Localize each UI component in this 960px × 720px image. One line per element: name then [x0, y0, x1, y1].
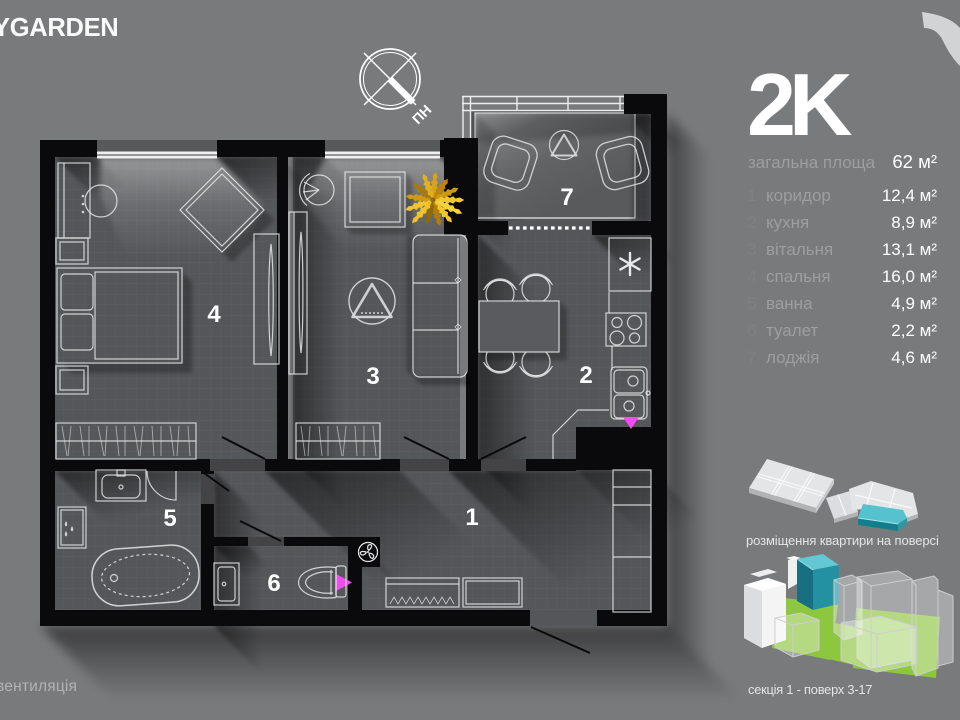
- svg-text:3: 3: [747, 240, 756, 259]
- svg-text:62 м²: 62 м²: [892, 151, 937, 172]
- svg-text:вентиляція: вентиляція: [0, 678, 77, 695]
- svg-text:кухня: кухня: [766, 213, 809, 232]
- svg-text:1: 1: [747, 186, 756, 205]
- svg-text:7: 7: [560, 184, 573, 211]
- svg-text:спальня: спальня: [766, 267, 831, 286]
- svg-text:6: 6: [747, 321, 756, 340]
- svg-text:вітальня: вітальня: [766, 240, 833, 259]
- svg-text:2,2 м²: 2,2 м²: [891, 321, 937, 340]
- svg-text:4,9 м²: 4,9 м²: [891, 294, 937, 313]
- svg-text:загальна площа: загальна площа: [748, 153, 876, 172]
- svg-text:лоджія: лоджія: [766, 348, 819, 367]
- svg-text:секція 1 - поверх 3-17: секція 1 - поверх 3-17: [748, 682, 872, 697]
- svg-text:3: 3: [366, 363, 379, 390]
- svg-text:ванна: ванна: [766, 294, 813, 313]
- svg-text:розміщення квартири на поверсі: розміщення квартири на поверсі: [746, 533, 939, 548]
- svg-text:туалет: туалет: [766, 321, 819, 340]
- svg-text:коридор: коридор: [766, 186, 831, 205]
- svg-text:16,0 м²: 16,0 м²: [882, 267, 937, 286]
- svg-text:1: 1: [465, 504, 478, 531]
- svg-text:2: 2: [579, 362, 592, 389]
- svg-text:2: 2: [747, 213, 756, 232]
- svg-text:13,1 м²: 13,1 м²: [882, 240, 937, 259]
- svg-text:5: 5: [163, 505, 176, 532]
- svg-text:4: 4: [747, 267, 756, 286]
- svg-text:8,9 м²: 8,9 м²: [891, 213, 937, 232]
- svg-text:7: 7: [747, 348, 756, 367]
- svg-text:2K: 2K: [747, 55, 852, 154]
- svg-text:12,4 м²: 12,4 м²: [882, 186, 937, 205]
- svg-text:YGARDEN: YGARDEN: [0, 14, 118, 42]
- svg-text:6: 6: [267, 570, 280, 597]
- svg-text:4: 4: [207, 301, 221, 328]
- svg-text:4,6 м²: 4,6 м²: [891, 348, 937, 367]
- svg-text:5: 5: [747, 294, 756, 313]
